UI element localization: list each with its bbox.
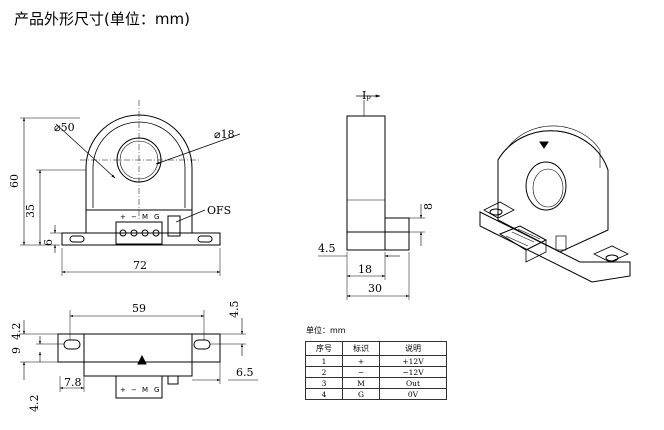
header-desc: 说明 bbox=[379, 341, 447, 356]
bottom-pin-2: − bbox=[131, 386, 137, 394]
ofs-label: OFS bbox=[207, 204, 231, 217]
pin-table: 序号 标识 说明 1 + +12V 2 − −12V 3 M Out 4 G 0… bbox=[305, 341, 447, 400]
row-index: 3 bbox=[305, 377, 343, 389]
side-connector bbox=[384, 217, 410, 233]
header-index: 序号 bbox=[305, 341, 343, 356]
dim-width-base: 72 bbox=[133, 259, 147, 272]
front-connector bbox=[115, 221, 163, 245]
row-mark: − bbox=[342, 366, 380, 378]
bottom-body bbox=[83, 333, 193, 377]
row-desc: 0V bbox=[379, 388, 447, 400]
dim-hole-diameter: ⌀18 bbox=[214, 128, 235, 141]
iso-aperture bbox=[525, 161, 567, 211]
dim-bottom-59: 59 bbox=[132, 302, 146, 315]
dim-bottom-4-2-bottom: 4.2 bbox=[28, 395, 41, 413]
table-row: 1 + +12V bbox=[305, 355, 447, 367]
dim-side-18: 18 bbox=[358, 263, 372, 276]
dim-outer-diameter: ⌀50 bbox=[54, 121, 75, 134]
row-desc: Out bbox=[379, 377, 447, 389]
row-index: 4 bbox=[305, 388, 343, 400]
dim-height-base: 6 bbox=[42, 239, 55, 246]
side-body bbox=[346, 115, 386, 251]
dim-bottom-6-5: 6.5 bbox=[236, 366, 254, 379]
bottom-pin-1: + bbox=[120, 386, 126, 394]
front-pin-3: M bbox=[142, 213, 148, 221]
dim-side-30: 30 bbox=[368, 282, 382, 295]
bottom-pin-4: G bbox=[154, 386, 159, 394]
page-title: 产品外形尺寸(单位：mm) bbox=[14, 10, 190, 28]
row-mark: + bbox=[342, 355, 380, 367]
table-row: 2 − −12V bbox=[305, 366, 447, 378]
dim-bottom-7-8: 7.8 bbox=[64, 376, 82, 389]
front-housing bbox=[85, 114, 193, 210]
row-index: 1 bbox=[305, 355, 343, 367]
front-pin-1: + bbox=[120, 213, 126, 221]
front-base-plate bbox=[61, 232, 221, 246]
row-mark: G bbox=[342, 388, 380, 400]
dim-side-8: 8 bbox=[422, 203, 435, 210]
pin-table-header: 序号 标识 说明 bbox=[305, 341, 447, 356]
row-mark: M bbox=[342, 377, 380, 389]
row-index: 2 bbox=[305, 366, 343, 378]
isometric-view bbox=[479, 125, 631, 283]
dim-bottom-4-5: 4.5 bbox=[228, 301, 241, 319]
row-desc: +12V bbox=[379, 355, 447, 367]
ofs-pot bbox=[167, 215, 181, 237]
table-row: 3 M Out bbox=[305, 377, 447, 389]
dim-side-4-5: 4.5 bbox=[318, 242, 336, 255]
header-mark: 标识 bbox=[342, 341, 380, 356]
row-desc: −12V bbox=[379, 366, 447, 378]
dim-bottom-4-2-top: 4.2 bbox=[10, 323, 23, 341]
table-row: 4 G 0V bbox=[305, 388, 447, 400]
unit-label: 单位：mm bbox=[306, 326, 346, 335]
current-direction-label: Iₚ bbox=[362, 89, 371, 102]
bottom-view bbox=[20, 310, 258, 399]
bottom-connector bbox=[115, 375, 163, 399]
front-view bbox=[20, 100, 241, 276]
front-pin-4: G bbox=[154, 213, 159, 221]
dim-bottom-9: 9 bbox=[10, 347, 23, 354]
dim-height-total: 60 bbox=[8, 174, 21, 188]
side-view bbox=[318, 94, 425, 300]
front-pin-2: − bbox=[131, 213, 137, 221]
dim-height-mid: 35 bbox=[24, 204, 37, 218]
bottom-pin-3: M bbox=[142, 386, 148, 394]
